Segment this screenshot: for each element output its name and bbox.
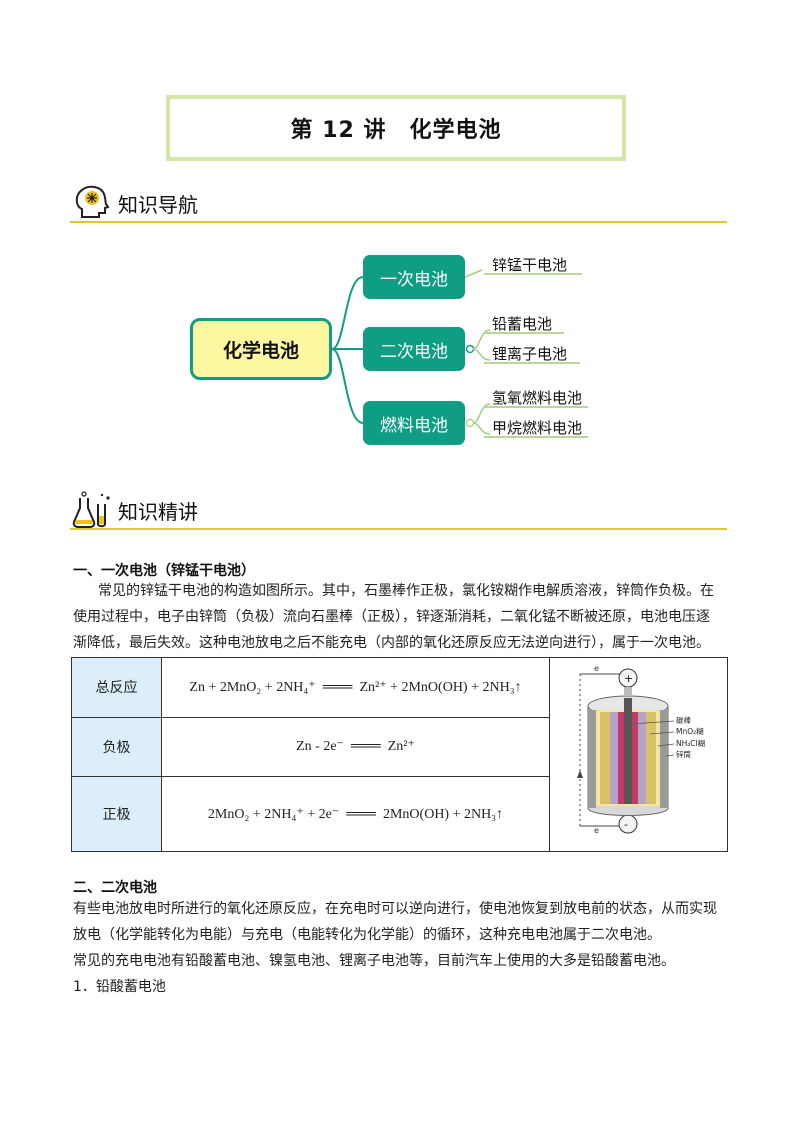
page-title-box: 第 12 讲 化学电池 [166, 95, 626, 161]
mindmap-leaf: 锌锰干电池 [492, 256, 568, 274]
label-mno2-paste: MnO₂糊 [676, 726, 704, 736]
leaf-underline [484, 273, 582, 275]
subheading-lead-acid: 1．铅酸蓄电池 [73, 979, 166, 995]
electron-label-bottom: e [594, 826, 599, 835]
paragraph-line: 渐降低，最后失效。这种电池放电之后不能充电（内部的氧化还原反应无法逆向进行），属… [73, 635, 710, 651]
section-divider [70, 221, 727, 223]
table-cell-equation: 2MnO₂ + 2NH₄⁺ + 2e⁻ ═══ 2MnO(OH) + 2NH₃↑ [161, 776, 550, 852]
mindmap-root-node: 化学电池 [190, 318, 332, 380]
head-brain-icon [75, 185, 110, 218]
leaf-underline [484, 362, 580, 364]
lab-flask-icon [72, 491, 110, 528]
equation-left: 2MnO₂ + 2NH₄⁺ + 2e⁻ [207, 806, 340, 822]
equation-left: Zn - 2e⁻ [296, 739, 344, 755]
table-row: 总反应 Zn + 2MnO₂ + 2NH₄⁺ ═══ Zn²⁺ + 2MnO(O… [71, 657, 728, 852]
label-zinc-can: 锌筒 [676, 749, 691, 759]
reaction-table: 总反应 Zn + 2MnO₂ + 2NH₄⁺ ═══ Zn²⁺ + 2MnO(O… [71, 657, 728, 852]
mindmap-node-primary: 一次电池 [363, 255, 465, 299]
paragraph-line: 放电（化学能转化为电能）与充电（电能转化为化学能）的循环，这种充电电池属于二次电… [73, 927, 661, 943]
paragraph-line: 常见的充电电池有铅酸蓄电池、镍氢电池、锂离子电池等，目前汽车上使用的大多是铅酸蓄… [73, 953, 675, 969]
equals-sign: ═══ [319, 679, 356, 695]
table-cell-equation: Zn + 2MnO₂ + 2NH₄⁺ ═══ Zn²⁺ + 2MnO(OH) +… [161, 657, 550, 718]
table-cell-equation: Zn - 2e⁻ ═══ Zn²⁺ [161, 716, 550, 778]
leaf-underline [484, 406, 588, 408]
dry-cell-diagram: e e + - [577, 664, 706, 835]
equals-sign: ═══ [347, 739, 385, 755]
equation-right: Zn²⁺ [387, 739, 415, 755]
page-title: 第 12 讲 化学电池 [290, 118, 502, 143]
table-cell-head: 总反应 [71, 657, 162, 718]
battery-diagram-cell: e e + - [549, 657, 728, 852]
mindmap-leaf: 锂离子电池 [492, 345, 568, 363]
paragraph-line: 使用过程中，电子由锌筒（负极）流向石墨棒（正极），锌逐渐消耗，二氧化锰不断被还原… [73, 609, 710, 625]
mindmap-leaf: 铅蓄电池 [492, 315, 553, 333]
section-title-lecture: 知识精讲 [118, 500, 198, 524]
electron-label-top: e [594, 664, 599, 673]
positive-terminal: + [624, 672, 633, 685]
table-row: 正极 2MnO₂ + 2NH₄⁺ + 2e⁻ ═══ 2MnO(OH) + 2N… [71, 776, 728, 852]
equation-right: 2MnO(OH) + 2NH₃↑ [382, 806, 504, 822]
equals-sign: ═══ [342, 806, 380, 822]
equation-left: Zn + 2MnO₂ + 2NH₄⁺ [189, 679, 316, 695]
section-header-lecture: 知识精讲 [70, 490, 727, 530]
heading-primary-battery: 一、一次电池（锌锰干电池） [73, 563, 255, 579]
section-header-nav: 知识导航 [70, 183, 727, 223]
mindmap-node-secondary: 二次电池 [363, 327, 465, 371]
paragraph-line: 常见的锌锰干电池的构造如图所示。其中，石墨棒作正极，氯化铵糊作电解质溶液，锌筒作… [98, 583, 714, 599]
leaf-underline [484, 332, 564, 334]
section-divider [70, 528, 727, 530]
section-title-nav: 知识导航 [118, 193, 198, 217]
mindmap-connectors [331, 269, 491, 435]
table-row: 负极 Zn - 2e⁻ ═══ Zn²⁺ [71, 716, 728, 778]
mindmap-node-fuel: 燃料电池 [363, 401, 465, 445]
mindmap-leaf: 甲烷燃料电池 [492, 419, 583, 437]
label-carbon-rod: 碳棒 [676, 715, 691, 725]
negative-terminal: - [624, 818, 628, 831]
equation-right: Zn²⁺ + 2MnO(OH) + 2NH₃↑ [359, 679, 522, 695]
label-nh4cl-paste: NH₄Cl糊 [676, 738, 706, 748]
leaf-underline [484, 436, 588, 438]
table-cell-head: 正极 [71, 776, 162, 852]
table-cell-head: 负极 [71, 716, 162, 778]
mindmap-leaf: 氢氧燃料电池 [492, 389, 583, 407]
paragraph-line: 有些电池放电时所进行的氧化还原反应，在充电时可以逆向进行，使电池恢复到放电前的状… [73, 901, 717, 917]
heading-secondary-battery: 二、二次电池 [73, 880, 157, 896]
